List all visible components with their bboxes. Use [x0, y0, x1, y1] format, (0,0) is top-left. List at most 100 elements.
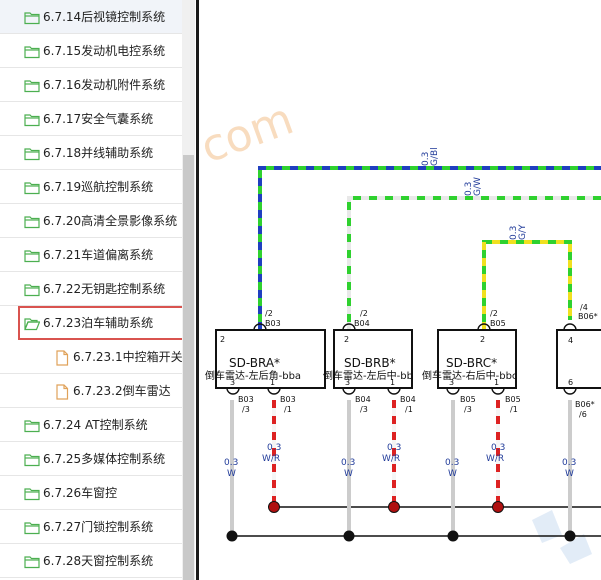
- tree-item-label: 6.7.21车道偏离系统: [43, 248, 154, 262]
- module-sd-brb[interactable]: 2 SD-BRB* 倒车雷达-左后中-bb 3 1: [323, 323, 413, 395]
- wire-g-y[interactable]: [482, 240, 572, 330]
- conn-b-top-id: B04: [354, 319, 370, 328]
- tree-item-label: 6.7.19巡航控制系统: [43, 180, 154, 194]
- svg-text:1: 1: [270, 378, 275, 387]
- conn-r-top: /4: [580, 303, 588, 312]
- conn-b-left-pin: /3: [360, 405, 368, 414]
- svg-text:0.3: 0.3: [341, 458, 355, 468]
- folder-icon: [24, 112, 40, 127]
- folder-icon: [24, 180, 40, 195]
- tree-item[interactable]: 6.7.23泊车辅助系统: [18, 306, 182, 340]
- file-icon: [55, 384, 71, 400]
- scrollbar-thumb[interactable]: [183, 155, 194, 580]
- tree-scrollbar[interactable]: [182, 0, 195, 580]
- tree-item[interactable]: 6.7.24 AT控制系统: [0, 408, 182, 442]
- splice-dots-ground: [226, 530, 576, 542]
- wire-w-labels: 0.3W 0.3W 0.3W 0.3W: [224, 458, 576, 479]
- tree-item-label: 6.7.23.1中控箱开关: [73, 350, 182, 364]
- svg-text:6: 6: [568, 378, 573, 387]
- tree-item[interactable]: 6.7.17安全气囊系统: [0, 102, 182, 136]
- conn-c-top-id: B05: [490, 319, 506, 328]
- svg-text:W/R: W/R: [262, 454, 280, 464]
- tree-item-label: 6.7.17安全气囊系统: [43, 112, 154, 126]
- module-right-partial[interactable]: 4 6: [556, 323, 601, 395]
- svg-text:0.3: 0.3: [491, 443, 505, 453]
- tree-item[interactable]: 6.7.14后视镜控制系统: [0, 0, 182, 34]
- module-sd-bra[interactable]: 2 SD-BRA* 倒车雷达-左后角-bba 3 1: [205, 323, 326, 395]
- wire-wr-labels: 0.3W/R 0.3W/R 0.3W/R: [262, 443, 505, 464]
- svg-text:倒车雷达-左后角-bba: 倒车雷达-左后角-bba: [205, 369, 301, 382]
- svg-text:W/R: W/R: [382, 454, 400, 464]
- tree-item[interactable]: 6.7.27门锁控制系统: [0, 510, 182, 544]
- folder-icon: [24, 10, 40, 25]
- tree-item[interactable]: 6.7.21车道偏离系统: [0, 238, 182, 272]
- module-sd-brc[interactable]: 2 SD-BRC* 倒车雷达-右后中-bbc 3 1: [422, 323, 517, 395]
- wire-g-w-label: 0.3 G/W: [464, 177, 483, 196]
- svg-text:2: 2: [480, 335, 485, 344]
- svg-text:3: 3: [345, 378, 350, 387]
- folder-icon: [24, 554, 40, 569]
- wire-g-bl[interactable]: [258, 166, 601, 330]
- tree-item-label: 6.7.27门锁控制系统: [43, 520, 154, 534]
- svg-text:0.3: 0.3: [387, 443, 401, 453]
- folder-icon: [24, 520, 40, 535]
- folder-icon: [24, 452, 40, 467]
- wire-g-w[interactable]: [347, 196, 601, 330]
- conn-a-right: B03: [280, 395, 296, 404]
- tree-item-label: 6.7.15发动机电控系统: [43, 44, 166, 58]
- folder-icon: [24, 248, 40, 263]
- tree-item[interactable]: 6.7.15发动机电控系统: [0, 34, 182, 68]
- wires-wr[interactable]: [272, 400, 500, 507]
- tree-item[interactable]: 6.7.23.2倒车雷达: [0, 374, 182, 408]
- conn-a-left: B03: [238, 395, 254, 404]
- folder-icon: [24, 282, 40, 297]
- conn-r-bottom-pin: /6: [579, 410, 587, 419]
- tree-item[interactable]: 6.7.20高清全景影像系统: [0, 204, 182, 238]
- svg-text:1: 1: [390, 378, 395, 387]
- svg-text:2: 2: [344, 335, 349, 344]
- folder-icon: [24, 146, 40, 161]
- svg-text:0.3: 0.3: [224, 458, 238, 468]
- svg-text:G/Y: G/Y: [518, 224, 528, 240]
- tree-item[interactable]: 6.7.23.1中控箱开关: [0, 340, 182, 374]
- pane-divider[interactable]: [196, 0, 199, 580]
- conn-r-bottom: B06*: [575, 400, 595, 409]
- wires-w[interactable]: [230, 400, 572, 536]
- svg-text:4: 4: [568, 336, 573, 345]
- svg-text:0.3: 0.3: [421, 152, 431, 166]
- tree-item-label: 6.7.14后视镜控制系统: [43, 10, 166, 24]
- conn-a-top-id: B03: [265, 319, 281, 328]
- svg-text:0.3: 0.3: [267, 443, 281, 453]
- conn-b-right-pin: /1: [405, 405, 413, 414]
- tree-item[interactable]: 6.7.22无钥匙控制系统: [0, 272, 182, 306]
- tree-item-label: 6.7.23泊车辅助系统: [43, 316, 154, 330]
- tree-item-label: 6.7.22无钥匙控制系统: [43, 282, 166, 296]
- svg-text:倒车雷达-右后中-bbc: 倒车雷达-右后中-bbc: [422, 369, 517, 382]
- tree-item[interactable]: 6.7.19巡航控制系统: [0, 170, 182, 204]
- conn-b-left: B04: [355, 395, 371, 404]
- conn-c-left-pin: /3: [464, 405, 472, 414]
- tree-item[interactable]: 6.7.28天窗控制系统: [0, 544, 182, 578]
- svg-text:SD-BRA*: SD-BRA*: [229, 356, 280, 370]
- tree-item-label: 6.7.26车窗控: [43, 486, 118, 500]
- file-icon: [55, 350, 71, 366]
- tree-item-label: 6.7.28天窗控制系统: [43, 554, 154, 568]
- tree-item-label: 6.7.25多媒体控制系统: [43, 452, 166, 466]
- tree-item[interactable]: 6.7.25多媒体控制系统: [0, 442, 182, 476]
- svg-text:0.3: 0.3: [562, 458, 576, 468]
- tree-item[interactable]: 6.7.26车窗控: [0, 476, 182, 510]
- tree-item-label: 6.7.24 AT控制系统: [43, 418, 148, 432]
- folder-icon: [24, 44, 40, 59]
- tree-item-label: 6.7.16发动机附件系统: [43, 78, 166, 92]
- svg-text:W/R: W/R: [486, 454, 504, 464]
- svg-text:W: W: [448, 469, 457, 479]
- tree-item[interactable]: 6.7.16发动机附件系统: [0, 68, 182, 102]
- svg-text:0.3: 0.3: [445, 458, 459, 468]
- tree-item[interactable]: 6.7.18并线辅助系统: [0, 136, 182, 170]
- svg-text:SD-BRB*: SD-BRB*: [344, 356, 396, 370]
- svg-text:G/Bl: G/Bl: [430, 147, 440, 166]
- wiring-diagram-svg: com 0.3 G/Bl 0.3 G/W 0.3 G/Y 2 SD-BRA* 倒…: [202, 93, 601, 564]
- svg-text:G/W: G/W: [473, 177, 483, 196]
- svg-text:W: W: [227, 469, 236, 479]
- folder-icon: [24, 78, 40, 93]
